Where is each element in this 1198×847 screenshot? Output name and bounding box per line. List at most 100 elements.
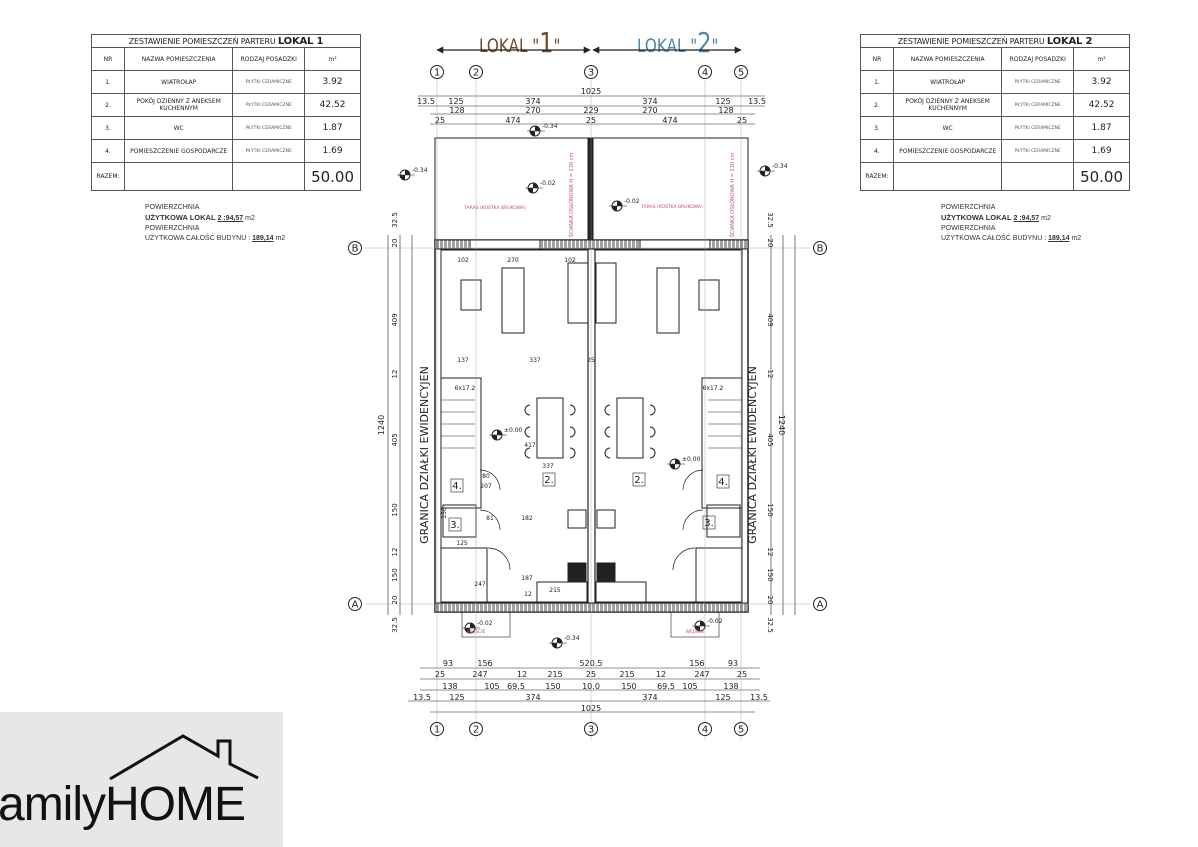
wc-right <box>706 504 741 538</box>
axis-marker <box>813 241 827 255</box>
dimension-label: 32.5 <box>391 617 399 633</box>
dimension-label: 20 <box>391 239 399 248</box>
axis-label: B <box>817 244 824 255</box>
elevation-label: -0.02 <box>477 620 493 627</box>
dimension-label: 25 <box>737 670 747 679</box>
dimension-label: 247 <box>694 670 709 679</box>
dimension-label: 12 <box>656 670 666 679</box>
staircase-left <box>440 377 482 509</box>
dimension-label: 12 <box>391 548 399 557</box>
note-usable-area: UŻYTKOWA LOKAL 2 :94,57 m2 <box>145 213 255 222</box>
dimension-label: 125 <box>449 693 464 702</box>
note-line: POWIERZCHNIA <box>941 225 996 232</box>
dimension-label: 150 <box>766 503 774 516</box>
axis-marker <box>734 65 748 79</box>
dimension-label: 105 <box>484 682 499 691</box>
room-number-box <box>542 472 556 487</box>
dimension-label: 156 <box>689 659 704 668</box>
inner-dimension-label: 207 <box>480 483 492 490</box>
dimension-label: 1025 <box>581 704 601 713</box>
table-cell: 1.69 <box>304 139 361 163</box>
axis-marker <box>698 65 712 79</box>
axis-marker <box>469 65 483 79</box>
inner-dimension-label: 25 <box>587 357 595 364</box>
inner-dimension-label: 102 <box>457 257 469 264</box>
lokal-1-heading: LOKAL "1" <box>479 26 561 59</box>
table-cell: 4. <box>860 139 894 163</box>
total-row: RAZEM:50.00 <box>860 162 1130 191</box>
entry-steps-right <box>670 611 720 638</box>
table-cell: WIATROŁAP <box>892 70 1003 94</box>
vestibule-right <box>695 547 743 603</box>
dimension-label: 125 <box>715 97 730 106</box>
dimension-label: 12 <box>391 370 399 379</box>
table-cell: 2. <box>860 93 894 117</box>
dimension-label: 270 <box>642 106 657 115</box>
screen-wall-label: ŚCIANKA OSŁONOWA H = 230 cm <box>729 153 736 238</box>
room-number: 2. <box>544 475 554 486</box>
dimension-lines <box>365 46 810 740</box>
dimension-label: 138 <box>442 682 457 691</box>
elevation-marker-icon <box>549 637 567 649</box>
elevation-label: ±0.00 <box>682 456 701 463</box>
axis-label: 5 <box>738 68 744 79</box>
axis-label: B <box>352 244 359 255</box>
inner-dimension-label: 80 <box>482 473 490 480</box>
lokal-2-suffix: " <box>711 35 719 57</box>
dimension-label: 150 <box>766 568 774 581</box>
dimension-label: 128 <box>449 106 464 115</box>
dimension-label: 150 <box>391 503 399 516</box>
plot-boundary-label: GRANICA DZIAŁKI EWIDENCYJEN <box>418 366 431 544</box>
axis-marker <box>698 722 712 736</box>
dimension-label: 474 <box>662 116 677 125</box>
dimension-label: 10.0 <box>582 682 600 691</box>
sofa-left <box>501 267 525 334</box>
logo-text: amilyHOME <box>0 778 246 831</box>
axis-label: 4 <box>702 725 708 736</box>
dimension-label: 12 <box>766 548 774 557</box>
elevation-marker-icon <box>527 125 545 137</box>
axis-label: 4 <box>702 68 708 79</box>
axis-marker <box>584 722 598 736</box>
area-note-left: POWIERZCHNIA UŻYTKOWA LOKAL 2 :94,57 m2 … <box>145 203 285 244</box>
screen-wall <box>587 137 594 241</box>
dimension-label: 32.5 <box>766 212 774 228</box>
dimension-label: 474 <box>505 116 520 125</box>
elevation-label: -0.34 <box>564 635 580 642</box>
table-cell: PŁYTKI CERAMICZNE <box>1001 139 1075 163</box>
total-value: 50.00 <box>1073 162 1130 191</box>
total-label: RAZEM: <box>91 162 125 191</box>
axis-marker <box>469 722 483 736</box>
axis-label: 5 <box>738 725 744 736</box>
entrance-label: WEJŚCIE <box>467 628 486 635</box>
inner-dimension-label: 81 <box>486 515 494 522</box>
dimension-label: 247 <box>472 670 487 679</box>
elevation-label: -0.34 <box>772 163 788 170</box>
axis-marker <box>584 65 598 79</box>
elevation-label: -0.34 <box>412 167 428 174</box>
inner-dimension-label: 247 <box>474 581 486 588</box>
dimension-label: 13.5 <box>750 693 768 702</box>
terrace-label: TARAS (KOSTKA BRUKOWA) <box>640 204 703 210</box>
dimension-label: 20 <box>766 596 774 605</box>
note-total-area: UŻYTKOWA CAŁOŚĆ BUDYNU : 189,14 m2 <box>941 235 1082 242</box>
inner-dimension-label: 187 <box>521 575 533 582</box>
dimension-label: 69.5 <box>657 682 675 691</box>
inner-dimension-label: 137 <box>457 357 469 364</box>
inner-dimension-label: 417 <box>524 442 536 449</box>
inner-dimension-label: 337 <box>529 357 541 364</box>
screen-wall-label: ŚCIANKA OSŁONOWA H = 230 cm <box>568 153 575 238</box>
table-cell <box>892 162 1003 191</box>
kitchen-counter-left <box>536 581 588 603</box>
axis-label: 1 <box>434 725 440 736</box>
elevation-label: -0.02 <box>707 618 723 625</box>
sofa-right <box>656 267 680 334</box>
dining-table-right <box>616 397 644 459</box>
staircase-right <box>701 377 743 509</box>
